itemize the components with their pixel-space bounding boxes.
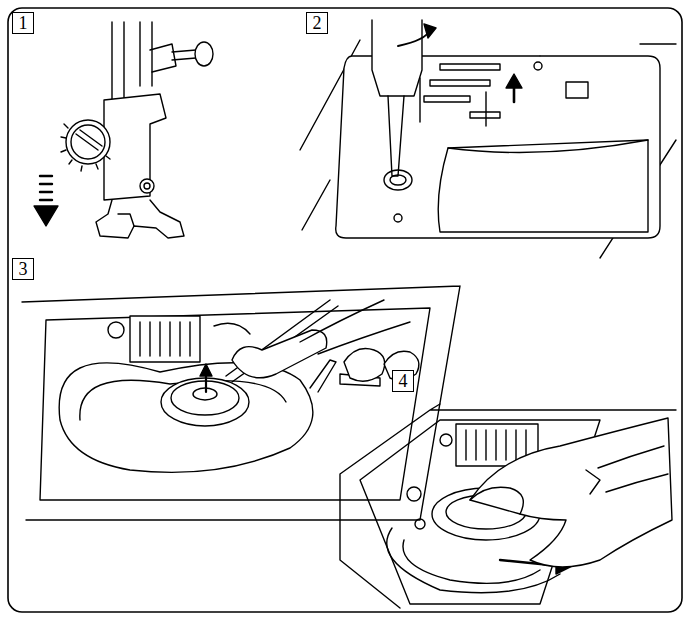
bobbin-removal-figure: [22, 286, 460, 520]
callout-number: 4: [392, 370, 414, 392]
callout-number: 2: [306, 12, 328, 34]
needle-plate-figure: [300, 20, 676, 258]
callout-number: 1: [12, 12, 34, 34]
presser-foot-figure: [34, 22, 213, 238]
callout-number: 3: [12, 258, 34, 280]
bobbin-insertion-figure: [340, 404, 676, 608]
